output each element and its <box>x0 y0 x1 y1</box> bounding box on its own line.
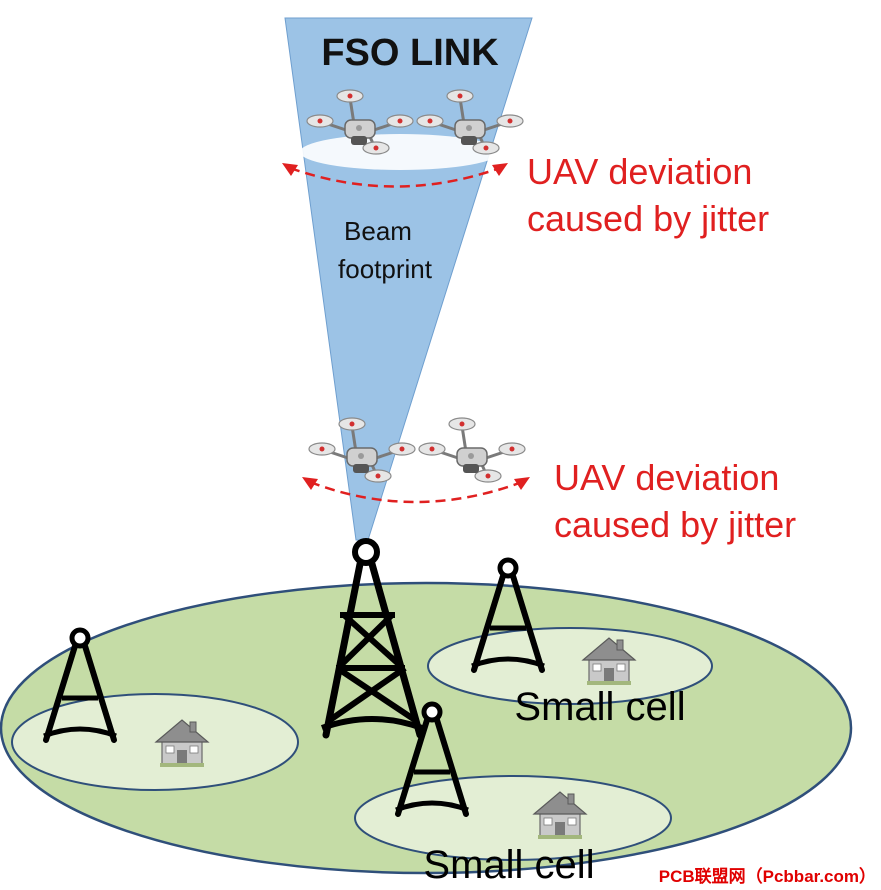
uav-deviation-upper-line1: UAV deviation <box>527 151 752 192</box>
lower-deviation-arc <box>309 480 523 504</box>
beam-footprint-label-line1: Beam <box>344 216 412 246</box>
lower-arc-left-arrowhead <box>302 477 318 490</box>
uav-lower-right-drone-icon <box>417 416 527 484</box>
upper-beam-footprint <box>300 134 500 170</box>
lower-arc-right-arrowhead <box>514 477 530 490</box>
watermark: PCB联盟网（Pcbbar.com） <box>659 866 876 886</box>
small-cell-right <box>427 627 713 705</box>
small-cell-label-bottom: Small cell <box>423 843 594 887</box>
uav-deviation-lower-line1: UAV deviation <box>554 457 779 498</box>
small-cell-bottom <box>354 775 672 861</box>
fso-link-title: FSO LINK <box>321 32 499 74</box>
uav-deviation-upper-line2: caused by jitter <box>527 198 769 239</box>
small-cell-left <box>11 693 299 791</box>
beam-footprint-label-line2: footprint <box>338 254 433 284</box>
small-cell-label-right: Small cell <box>514 685 685 729</box>
upper-arc-right-arrowhead <box>492 163 508 176</box>
uav-deviation-lower-line2: caused by jitter <box>554 504 796 545</box>
macro-tower-icon <box>320 538 424 739</box>
upper-arc-left-arrowhead <box>282 163 298 176</box>
